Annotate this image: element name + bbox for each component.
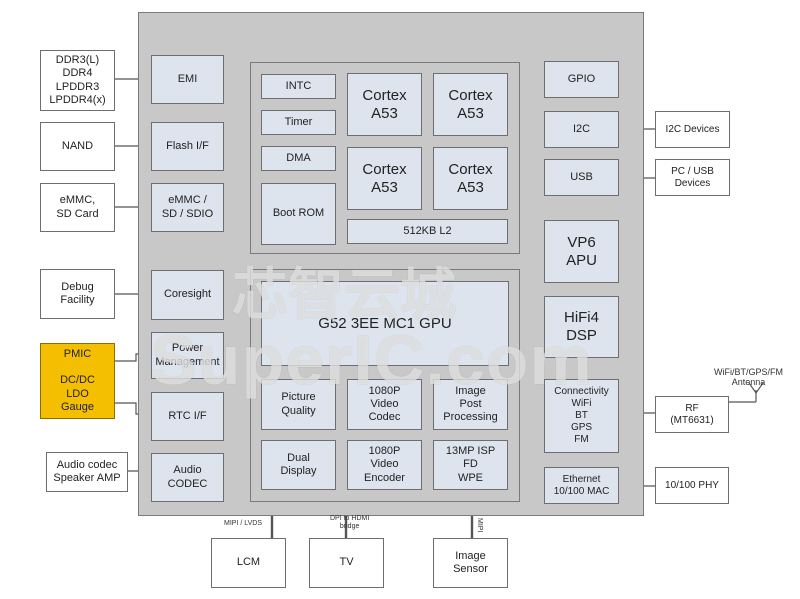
usb-block: USB [544, 159, 619, 196]
mipi-label: MIPI [476, 518, 483, 533]
emmc-sd-box: eMMC, SD Card [40, 183, 115, 232]
power-management-block: Power Management [151, 332, 224, 379]
flash-if-block: Flash I/F [151, 122, 224, 171]
ethernet-mac-block: Ethernet 10/100 MAC [544, 467, 619, 504]
image-post-processing-block: Image Post Processing [433, 379, 508, 430]
tv-box: TV [309, 538, 384, 588]
l2-cache-block: 512KB L2 [347, 219, 508, 244]
image-sensor-box: Image Sensor [433, 538, 508, 588]
gpu-block: G52 3EE MC1 GPU [261, 281, 509, 366]
cortex-a53-core-3: Cortex A53 [347, 147, 422, 210]
audio-codec-box: Audio codec Speaker AMP [46, 452, 128, 492]
pmic-box: PMIC DC/DC LDO Gauge [40, 343, 115, 419]
timer-block: Timer [261, 110, 336, 135]
isp-block: 13MP ISP FD WPE [433, 440, 508, 490]
emmc-if-block: eMMC / SD / SDIO [151, 183, 224, 232]
i2c-devices-box: I2C Devices [655, 111, 730, 148]
intc-block: INTC [261, 74, 336, 99]
dual-display-block: Dual Display [261, 440, 336, 490]
mipi-lvds-label: MIPI / LVDS [224, 520, 262, 527]
coresight-block: Coresight [151, 270, 224, 320]
audio-codec-block: Audio CODEC [151, 453, 224, 502]
vp6-apu-block: VP6 APU [544, 220, 619, 283]
picture-quality-block: Picture Quality [261, 379, 336, 430]
video-encoder-block: 1080P Video Encoder [347, 440, 422, 490]
cortex-a53-core-2: Cortex A53 [433, 73, 508, 136]
dpi-hdmi-label: DPI to HDMI bridge [330, 515, 370, 530]
i2c-block: I2C [544, 111, 619, 148]
rtc-if-block: RTC I/F [151, 392, 224, 441]
memory-box: DDR3(L) DDR4 LPDDR3 LPDDR4(x) [40, 50, 115, 111]
lcm-box: LCM [211, 538, 286, 588]
boot-rom-block: Boot ROM [261, 183, 336, 245]
video-codec-block: 1080P Video Codec [347, 379, 422, 430]
dma-block: DMA [261, 146, 336, 171]
nand-box: NAND [40, 122, 115, 171]
hifi4-dsp-block: HiFi4 DSP [544, 296, 619, 358]
debug-facility-box: Debug Facility [40, 269, 115, 319]
rf-box: RF (MT6631) [655, 396, 729, 433]
connectivity-block: Connectivity WiFi BT GPS FM [544, 379, 619, 453]
pc-usb-devices-box: PC / USB Devices [655, 159, 730, 196]
gpio-block: GPIO [544, 61, 619, 98]
ethernet-phy-box: 10/100 PHY [655, 467, 729, 504]
emi-block: EMI [151, 55, 224, 104]
cortex-a53-core-1: Cortex A53 [347, 73, 422, 136]
antenna-label: WiFi/BT/GPS/FM Antenna [714, 367, 783, 387]
cortex-a53-core-4: Cortex A53 [433, 147, 508, 210]
